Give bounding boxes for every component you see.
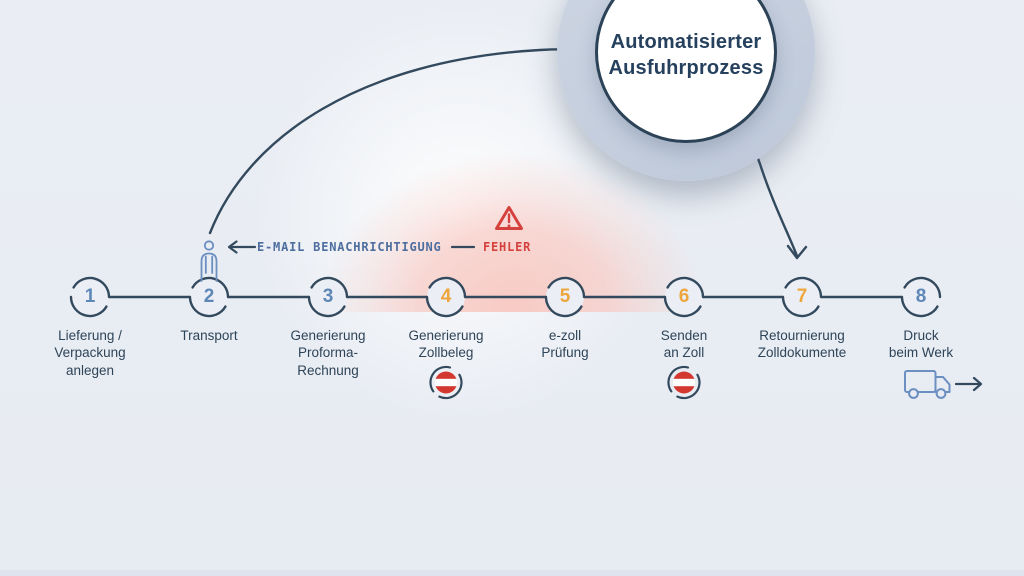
process-badge-circle [595,0,777,143]
error-label: FEHLER [483,240,532,254]
step-label: Transport [180,328,238,343]
step-5: 5 e-zoll Prüfung [500,278,630,398]
truck-icon [904,370,951,399]
arrow-right-icon [954,376,983,392]
step-4: 4 Generierung Zollbeleg [381,278,511,398]
step-number: 1 [84,286,96,307]
person-icon [200,240,218,282]
step-circle [307,276,349,318]
step-label: Generierung Proforma- Rechnung [290,328,366,378]
error-highlight-area [322,152,704,312]
step-number: 7 [796,286,808,307]
austria-flag-icon [667,365,701,400]
step-circles [69,276,942,318]
step-number: 5 [559,286,571,307]
step-label: e-zoll Prüfung [541,328,589,361]
austria-flag-icon [429,365,463,400]
step-circle [425,276,467,318]
email-notification-label: E-MAIL BENACHRICHTIGUNG [257,240,442,254]
step-3: 3 Generierung Proforma- Rechnung [263,278,393,398]
step-number: 3 [322,286,334,307]
step-6: 6 Senden an Zoll [619,278,749,398]
step-circle [188,276,230,318]
step-8: 8 Druck beim Werk [856,278,986,398]
error-highlight-semicircle [322,152,704,312]
step-1: 1 Lieferung / Verpackung anlegen [25,278,155,398]
step-label: Lieferung / Verpackung anlegen [54,328,126,378]
step-number: 4 [440,286,452,307]
step-circle [781,276,823,318]
page-title: Automatisierter Ausfuhrprozess [585,29,787,81]
step-number: 6 [678,286,690,307]
step-number: 8 [915,286,927,307]
step-2: 2 Transport [144,278,274,398]
step-circle [663,276,705,318]
step-label: Senden an Zoll [660,328,708,361]
step-number: 2 [203,286,215,307]
step-label: Druck beim Werk [888,328,954,361]
bottom-edge-strip [0,570,1024,576]
step-7: 7 Retournierung Zolldokumente [737,278,867,398]
step-label: Retournierung Zolldokumente [757,328,847,361]
step-circle [900,276,942,318]
arrow-left-icon [227,240,257,254]
page-title-line2: Ausfuhrprozess [608,57,764,79]
step-label: Generierung Zollbeleg [408,328,484,361]
warning-triangle-icon [495,206,523,230]
step-circle [69,276,111,318]
step-circle [544,276,586,318]
page-title-line1: Automatisierter [610,31,762,53]
